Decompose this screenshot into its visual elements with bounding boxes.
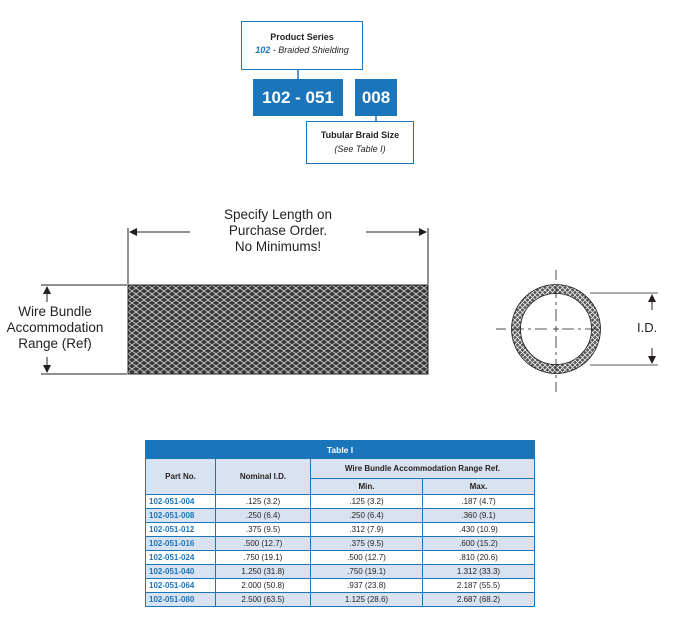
braid-sleeve — [127, 284, 429, 375]
wire-bundle-line3: Range (Ref) — [18, 336, 92, 351]
cell-max: .600 (15.2) — [422, 536, 535, 551]
cell-min: .750 (19.1) — [310, 564, 423, 579]
length-note-line1: Specify Length on — [223, 207, 333, 222]
cell-nominal: .375 (9.5) — [215, 522, 311, 537]
braid-size-table: Table I Part No. Nominal I.D. Wire Bundl… — [145, 440, 535, 607]
col-min: Min. — [310, 478, 423, 495]
table-row: 102-051-024 .750 (19.1) .500 (12.7) .810… — [145, 550, 535, 565]
cell-max: .360 (9.1) — [422, 508, 535, 523]
cell-nominal: .250 (6.4) — [215, 508, 311, 523]
cell-max: .430 (10.9) — [422, 522, 535, 537]
product-series-desc: 102 - Braided Shielding — [242, 45, 362, 55]
braid-size-title: Tubular Braid Size — [320, 130, 400, 140]
cell-nominal: 1.250 (31.8) — [215, 564, 311, 579]
cell-part: 102-051-080 — [145, 592, 216, 607]
col-range: Wire Bundle Accommodation Range Ref. — [310, 458, 535, 479]
cell-max: 1.312 (33.3) — [422, 564, 535, 579]
cell-part: 102-051-024 — [145, 550, 216, 565]
cell-nominal: 2.000 (50.8) — [215, 578, 311, 593]
cell-part: 102-051-008 — [145, 508, 216, 523]
table-row: 102-051-016 .500 (12.7) .375 (9.5) .600 … — [145, 536, 535, 551]
product-series-box: Product Series 102 - Braided Shielding — [241, 21, 363, 70]
table-row: 102-051-064 2.000 (50.8) .937 (23.8) 2.1… — [145, 578, 535, 593]
cell-min: .125 (3.2) — [310, 494, 423, 509]
cell-min: .375 (9.5) — [310, 536, 423, 551]
breakdown-connectors — [297, 70, 377, 121]
cell-max: .187 (4.7) — [422, 494, 535, 509]
part-number-base: 102 - 051 — [253, 79, 343, 116]
cell-nominal: .125 (3.2) — [215, 494, 311, 509]
cell-min: 1.125 (28.6) — [310, 592, 423, 607]
cell-nominal: 2.500 (63.5) — [215, 592, 311, 607]
cell-min: .937 (23.8) — [310, 578, 423, 593]
length-note-line3: No Minimums! — [234, 239, 322, 254]
product-series-title: Product Series — [270, 32, 334, 42]
table-row: 102-051-080 2.500 (63.5) 1.125 (28.6) 2.… — [145, 592, 535, 607]
part-number-size: 008 — [355, 79, 397, 116]
cell-min: .250 (6.4) — [310, 508, 423, 523]
length-note: Specify Length on Purchase Order. No Min… — [198, 207, 358, 255]
tubular-braid-size-box: Tubular Braid Size (See Table I) — [306, 121, 414, 164]
cell-min: .312 (7.9) — [310, 522, 423, 537]
col-part-no: Part No. — [145, 458, 216, 495]
table-row: 102-051-004 .125 (3.2) .125 (3.2) .187 (… — [145, 494, 535, 509]
cell-max: 2.187 (55.5) — [422, 578, 535, 593]
cell-nominal: .500 (12.7) — [215, 536, 311, 551]
cell-part: 102-051-004 — [145, 494, 216, 509]
cell-nominal: .750 (19.1) — [215, 550, 311, 565]
series-code: 102 — [255, 45, 271, 55]
table-row: 102-051-040 1.250 (31.8) .750 (19.1) 1.3… — [145, 564, 535, 579]
cell-max: .810 (20.6) — [422, 550, 535, 565]
table-row: 102-051-012 .375 (9.5) .312 (7.9) .430 (… — [145, 522, 535, 537]
cell-min: .500 (12.7) — [310, 550, 423, 565]
wire-bundle-line1: Wire Bundle — [18, 304, 92, 319]
wire-bundle-line2: Accommodation — [6, 320, 104, 335]
col-max: Max. — [422, 478, 535, 495]
table-i: Table I Part No. Nominal I.D. Wire Bundl… — [145, 440, 535, 607]
braid-drawing — [41, 228, 658, 392]
cell-max: 2.687 (68.2) — [422, 592, 535, 607]
cell-part: 102-051-016 — [145, 536, 216, 551]
braid-size-note: (See Table I) — [334, 144, 386, 154]
length-note-line2: Purchase Order. — [228, 223, 328, 238]
id-label: I.D. — [637, 320, 658, 335]
table-caption: Table I — [145, 440, 535, 459]
cell-part: 102-051-040 — [145, 564, 216, 579]
table-row: 102-051-008 .250 (6.4) .250 (6.4) .360 (… — [145, 508, 535, 523]
series-desc-text: - Braided Shielding — [270, 45, 349, 55]
col-nominal-id: Nominal I.D. — [215, 458, 311, 495]
cell-part: 102-051-012 — [145, 522, 216, 537]
wire-bundle-note: Wire Bundle Accommodation Range (Ref) — [0, 304, 110, 352]
cell-part: 102-051-064 — [145, 578, 216, 593]
